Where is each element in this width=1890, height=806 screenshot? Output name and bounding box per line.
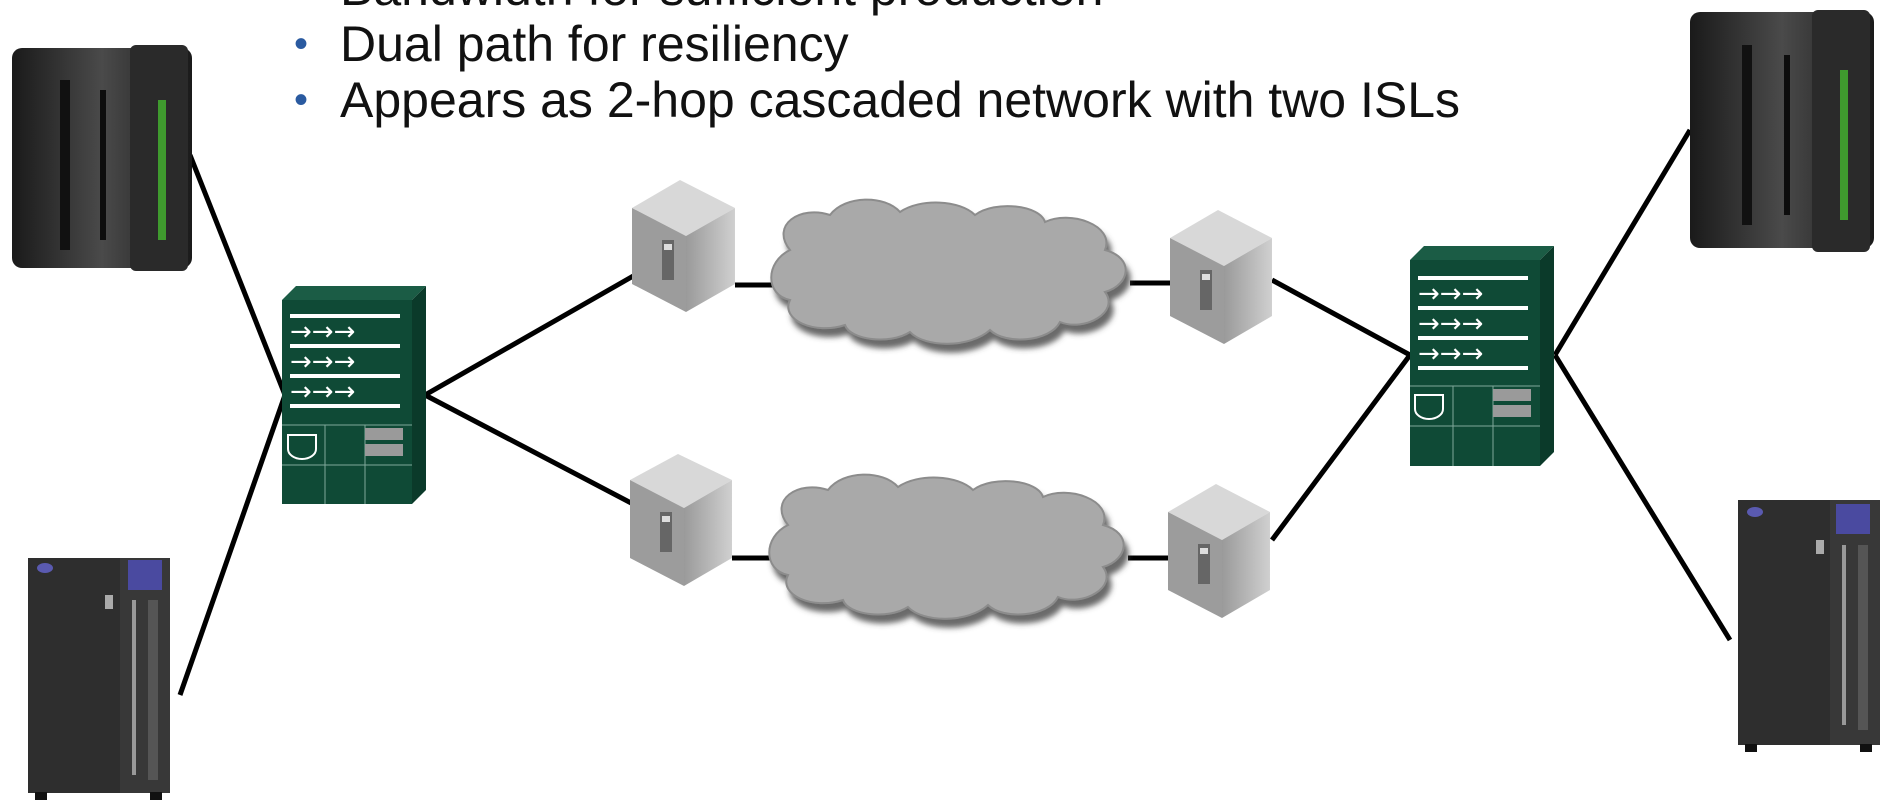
svg-text:→→→: →→→: [1418, 339, 1483, 369]
svg-text:→→→: →→→: [1418, 279, 1483, 309]
link-switch-left-ext-top: [423, 272, 637, 398]
director-switch-right-icon: →→→ →→→ →→→: [1410, 246, 1554, 466]
bullet-dot-icon: •: [294, 22, 309, 66]
mainframe-right-icon: [1690, 10, 1874, 252]
link-ext-top-right-switch: [1270, 277, 1412, 358]
bullet-text: Appears as 2-hop cascaded network with t…: [340, 72, 1461, 128]
extender-top-right-icon: [1170, 210, 1272, 344]
link-tape-left-switch: [177, 394, 288, 696]
bullet-text: Bandwidth for sufficient production: [340, 0, 1103, 16]
link-switch-right-tape: [1552, 353, 1733, 642]
link-switch-right-mainframe: [1552, 128, 1693, 357]
bullet-item: • Appears as 2-hop cascaded network with …: [288, 72, 1460, 128]
links: [177, 128, 1733, 696]
bullet-item: • Dual path for resiliency: [288, 16, 1460, 72]
wan-cloud-bottom-icon: [768, 473, 1125, 620]
svg-text:→→→: →→→: [1418, 309, 1483, 339]
bullet-dot-icon: •: [294, 78, 309, 122]
svg-text:→→→: →→→: [290, 317, 355, 347]
tape-library-left-icon: [28, 558, 170, 800]
mainframe-left-icon: [12, 45, 192, 271]
svg-text:→→→: →→→: [290, 347, 355, 377]
link-ext-bottom-right-switch: [1269, 353, 1413, 542]
director-switch-left-icon: →→→ →→→ →→→: [282, 286, 426, 504]
svg-text:→→→: →→→: [290, 377, 355, 407]
extender-bottom-left-icon: [630, 454, 732, 586]
link-switch-left-ext-bottom: [423, 392, 637, 508]
extender-bottom-right-icon: [1168, 484, 1270, 618]
bullet-dot-icon: •: [294, 0, 308, 16]
bullet-item: • Bandwidth for sufficient production: [288, 0, 1460, 16]
bullet-list: • Bandwidth for sufficient production • Du…: [288, 0, 1460, 128]
link-mainframe-left-switch: [187, 154, 288, 396]
bullet-text: Dual path for resiliency: [340, 16, 849, 72]
wan-cloud-top-icon: [770, 198, 1127, 345]
tape-library-right-icon: [1738, 500, 1880, 752]
extender-top-left-icon: [632, 180, 735, 312]
